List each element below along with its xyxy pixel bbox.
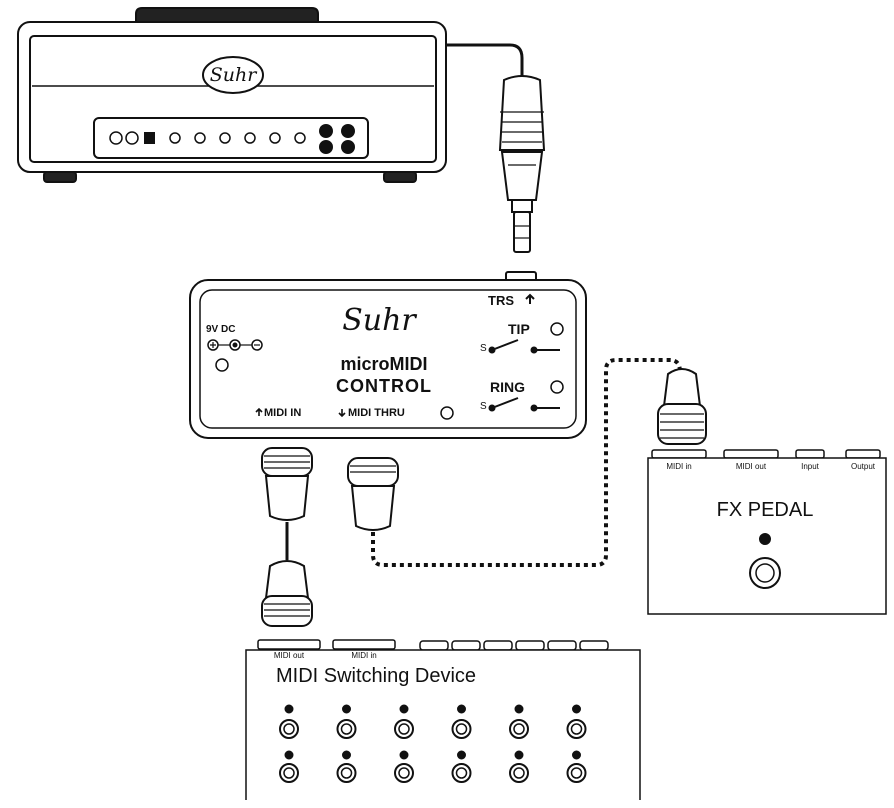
amp-handle [135,7,319,22]
amp-power-switch [144,132,155,144]
amp-foot [43,171,77,183]
footswitch-cap [455,767,468,779]
amp-switch [341,140,355,154]
fx-pedal-jack [651,449,707,459]
tip-switch-icon [488,339,560,354]
fx-pedal-jack-label: Output [850,462,875,471]
midi-switching-device [245,639,641,800]
footswitch-led [342,704,351,714]
interface-brand-logo: Suhr [342,303,416,338]
fx-pedal-jack-label: Input [801,462,819,471]
tip-switch-s-label: S [480,343,487,354]
amp-brand-logo: Suhr [209,64,257,86]
footswitch-led [457,750,466,760]
midi-in-label: MIDI IN [264,407,302,419]
footswitch-cap [455,723,468,735]
footswitch-led [514,750,524,760]
arrow-up-icon [255,407,263,416]
footswitch-led [284,704,294,714]
footswitch-cap [398,723,410,735]
switching-device-jack-label: MIDI out [273,651,305,660]
footswitch-cap [570,723,583,735]
switching-device-jack [257,639,321,650]
amp-control-panel [93,117,369,159]
midi-thru-plug [347,457,399,531]
midi-thru-label: MIDI THRU [348,407,405,419]
tip-led [550,322,564,336]
fx-pedal-jack-label: MIDI in [666,462,692,471]
midi-thru-led [440,406,454,420]
footswitch-cap [398,767,410,779]
fx-pedal-led [759,533,771,545]
trs-cable [446,43,524,78]
footswitch-cap [513,723,525,735]
amp-knob [194,132,206,144]
amp-switch [341,124,355,138]
amp-knob [169,132,181,144]
ring-label: RING [490,379,525,395]
amp-foot [383,171,417,183]
ring-switch-s-label: S [480,401,487,412]
midi-in-plug [261,447,313,521]
amp-input-jack-1 [109,131,123,145]
power-led [215,358,229,372]
footswitch-cap [340,723,353,735]
trs-plug [498,75,546,253]
amp-knob [244,132,256,144]
ring-led [550,380,564,394]
footswitch-led [399,704,409,714]
amp-knob [219,132,231,144]
fx-pedal-plug [657,368,707,445]
amp-knob [269,132,281,144]
amp-knob [294,132,306,144]
midi-out-plug [261,560,313,627]
trs-label: TRS [488,293,514,308]
tip-label: TIP [508,321,530,337]
fx-pedal [647,449,887,615]
amp-head [17,7,447,183]
footswitch-led [457,704,466,714]
footswitch-cap [570,767,583,779]
fx-pedal-jack [723,449,779,459]
footswitch-cap [283,723,295,735]
fx-pedal-name: FX PEDAL [716,499,814,521]
interface-title-line1: microMIDI [340,354,428,374]
ring-switch-icon [488,397,560,412]
footswitch-led [514,704,524,714]
footswitch-cap [513,767,525,779]
arrow-down-icon [338,409,346,418]
footswitch-led [342,750,351,760]
arrow-up-icon [525,293,535,304]
footswitch-led [399,750,409,760]
footswitch-led [572,704,581,714]
interface-title-line2: CONTROL [336,376,432,396]
amp-brand-logo-badge [202,56,264,94]
amp-switch [319,124,333,138]
midi-thru-cable [371,358,682,567]
footswitch-led [284,750,294,760]
footswitch-led [572,750,581,760]
amp-input-jack-2 [125,131,139,145]
footswitch-cap [340,767,353,779]
switching-device-jack [332,639,396,650]
fx-pedal-jack [795,449,825,459]
footswitch-grid [279,704,587,783]
micromidi-control-box [189,271,587,439]
fx-pedal-jack-label: MIDI out [735,462,767,471]
amp-switch [319,140,333,154]
footswitch-cap [283,767,295,779]
fx-pedal-jack [845,449,881,459]
switching-device-name: MIDI Switching Device [276,665,477,687]
switching-device-jack-label: MIDI in [351,651,377,660]
power-label: 9V DC [206,324,236,335]
